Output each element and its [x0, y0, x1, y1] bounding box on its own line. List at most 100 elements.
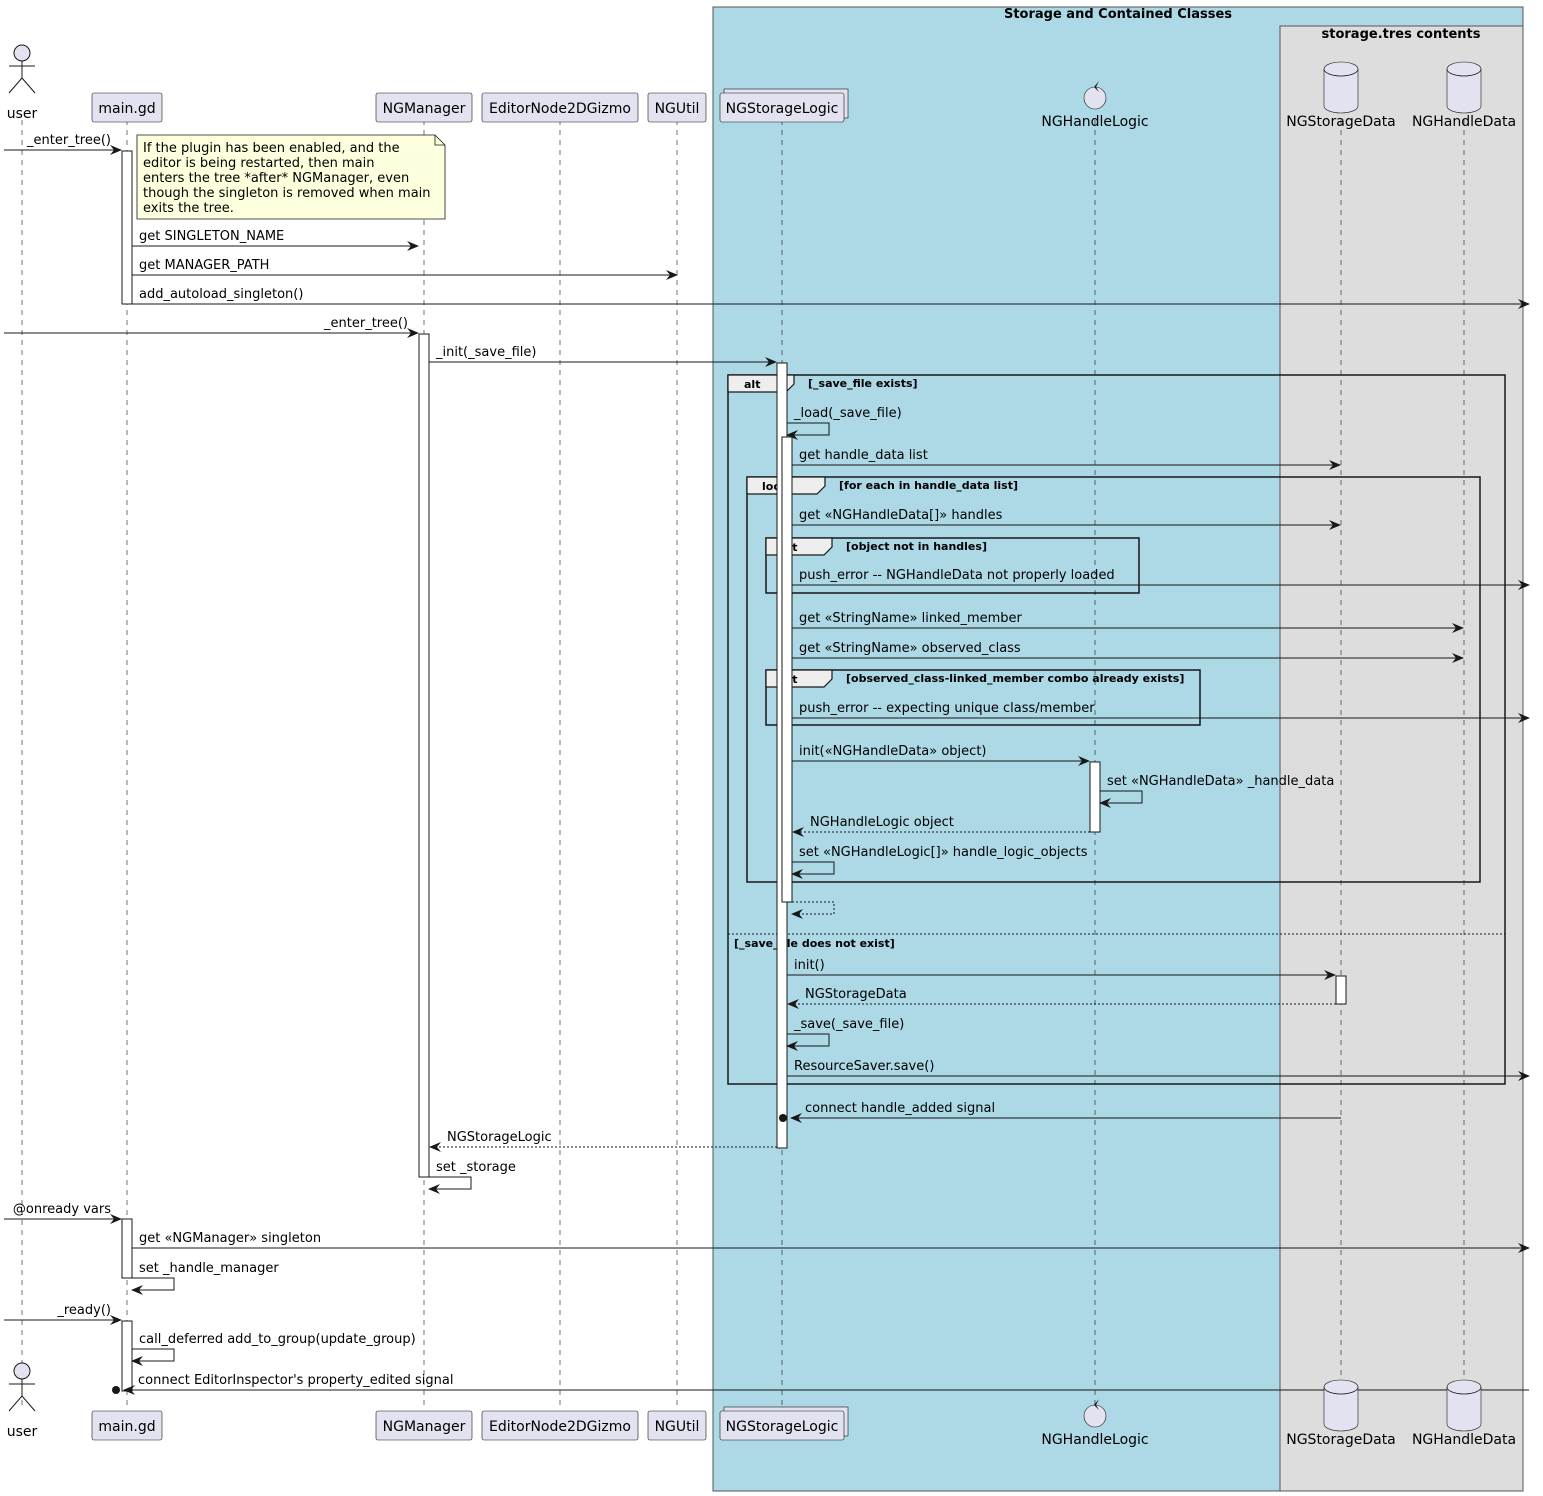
- box-title: Storage and Contained Classes: [1004, 7, 1232, 22]
- fragment-guard: [object not in handles]: [846, 540, 987, 553]
- message: get «StringName» linked_member: [792, 611, 1464, 633]
- participant-label: NGStorageLogic: [726, 101, 839, 117]
- control-icon: [1083, 1404, 1107, 1428]
- message-label: _save(_save_file): [793, 1017, 904, 1032]
- participant-mgr-top: NGManager: [375, 92, 473, 123]
- message: NGStorageData: [787, 987, 1336, 1009]
- message-label: @onready vars: [13, 1202, 111, 1217]
- message: get «NGManager» singleton: [132, 1231, 1530, 1253]
- message-label: _load(_save_file): [793, 406, 902, 421]
- activation-bar: [418, 333, 430, 1178]
- activation-bar: [121, 1320, 133, 1392]
- database-icon: [1446, 69, 1482, 114]
- participant-label: user: [7, 106, 38, 122]
- participant-box: [719, 1410, 845, 1441]
- participant-hlogic-top: NGHandleLogic: [1041, 81, 1149, 130]
- message: _ready(): [4, 1303, 122, 1325]
- message: connect handle_added signal: [779, 1101, 1341, 1123]
- participant-box: [481, 92, 639, 123]
- participant-sdata-top: NGStorageData: [1286, 61, 1396, 130]
- participant-user-top: user: [7, 44, 38, 122]
- message: _save(_save_file): [786, 1017, 904, 1051]
- participant-label: NGManager: [383, 101, 466, 117]
- message: ResourceSaver.save(): [787, 1059, 1530, 1081]
- participant-box: [719, 92, 845, 123]
- message-label: set «NGHandleData» _handle_data: [1107, 774, 1334, 789]
- participant-box: [481, 1410, 639, 1441]
- message-label: _ready(): [56, 1303, 111, 1318]
- participant-label: NGStorageLogic: [726, 1419, 839, 1435]
- participant-slogic-top: NGStorageLogic: [719, 88, 849, 123]
- activation-bar: [121, 150, 133, 305]
- participant-hlogic-bottom: NGHandleLogic: [1041, 1399, 1149, 1448]
- fragment-alt-save-file-exists: alt [_save_file exists] [_save_file does…: [727, 374, 1506, 1085]
- message: push_error -- expecting unique class/mem…: [792, 701, 1530, 723]
- activation-bars: [121, 150, 1347, 1392]
- message-arrow: [428, 1176, 472, 1194]
- message-label: NGHandleLogic object: [810, 815, 954, 830]
- activation-bar: [781, 436, 793, 903]
- message-label: NGStorageData: [805, 987, 907, 1002]
- async-dot: [112, 1386, 120, 1394]
- participant-label: NGManager: [383, 1419, 466, 1435]
- participant-sdata-bottom: NGStorageData: [1286, 1379, 1396, 1448]
- control-icon: [1083, 86, 1107, 110]
- participant-box: [91, 1410, 163, 1441]
- message: init(): [787, 958, 1336, 980]
- message-arrow: [131, 1348, 175, 1366]
- message-label: call_deferred add_to_group(update_group): [139, 1332, 416, 1347]
- fragment-guard: [for each in handle_data list]: [839, 479, 1018, 492]
- participant-label: EditorNode2DGizmo: [489, 1419, 631, 1435]
- participant-box: [647, 1410, 707, 1441]
- message-label: _init(_save_file): [435, 345, 536, 360]
- message: add_autoload_singleton(): [132, 287, 1530, 309]
- participant-hdata-top: NGHandleData: [1412, 61, 1516, 130]
- note-line: editor is being restarted, then main: [143, 156, 374, 171]
- message: NGHandleLogic object: [792, 815, 1090, 837]
- participant-box: [375, 92, 473, 123]
- database-icon: [1446, 1387, 1482, 1432]
- message-arrow: [791, 901, 835, 919]
- message-label: set «NGHandleLogic[]» handle_logic_objec…: [799, 845, 1088, 860]
- participants: userusermain.gdmain.gdNGManagerNGManager…: [7, 44, 1516, 1448]
- message-arrow: [131, 1277, 175, 1295]
- participant-label: user: [7, 1424, 38, 1440]
- database-icon: [1323, 69, 1359, 114]
- participant-label: NGHandleData: [1412, 114, 1516, 130]
- participant-user-bottom: user: [7, 1362, 38, 1440]
- message-label: push_error -- expecting unique class/mem…: [799, 701, 1095, 716]
- fragment-alt-object-not-in-handles: alt [object not in handles]: [765, 537, 1140, 594]
- async-dot: [779, 1114, 787, 1122]
- activation-bar: [1089, 761, 1101, 833]
- box-title: storage.tres contents: [1322, 27, 1481, 42]
- participant-label: NGUtil: [655, 101, 700, 117]
- participant-hdata-bottom: NGHandleData: [1412, 1379, 1516, 1448]
- message-label: NGStorageLogic: [447, 1130, 552, 1145]
- note-line: though the singleton is removed when mai…: [143, 186, 431, 201]
- message-label: init(): [794, 958, 825, 973]
- participant-gizmo-bottom: EditorNode2DGizmo: [481, 1410, 639, 1441]
- message-arrow: [1099, 790, 1143, 808]
- message: _load(_save_file): [786, 406, 902, 440]
- fragment-guard: [observed_class-linked_member combo alre…: [846, 672, 1184, 685]
- message: set «NGHandleLogic[]» handle_logic_objec…: [791, 845, 1088, 879]
- participant-util-top: NGUtil: [647, 92, 707, 123]
- message: NGStorageLogic: [429, 1130, 777, 1152]
- activation-bar: [121, 1218, 133, 1279]
- note-line: If the plugin has been enabled, and the: [143, 141, 400, 156]
- message-label: _enter_tree(): [323, 316, 408, 331]
- database-icon: [1323, 1387, 1359, 1432]
- participant-label: NGHandleLogic: [1041, 1432, 1148, 1448]
- message: set _handle_manager: [131, 1261, 279, 1295]
- message-label: push_error -- NGHandleData not properly …: [799, 568, 1115, 583]
- message-label: connect handle_added signal: [805, 1101, 995, 1116]
- message: [791, 901, 835, 919]
- participant-label: NGHandleData: [1412, 1432, 1516, 1448]
- message-arrow: [786, 1033, 830, 1051]
- participant-box: [91, 92, 163, 123]
- message-label: add_autoload_singleton(): [139, 287, 303, 302]
- actor-icon: [13, 1362, 31, 1380]
- message: connect EditorInspector's property_edite…: [112, 1373, 1529, 1395]
